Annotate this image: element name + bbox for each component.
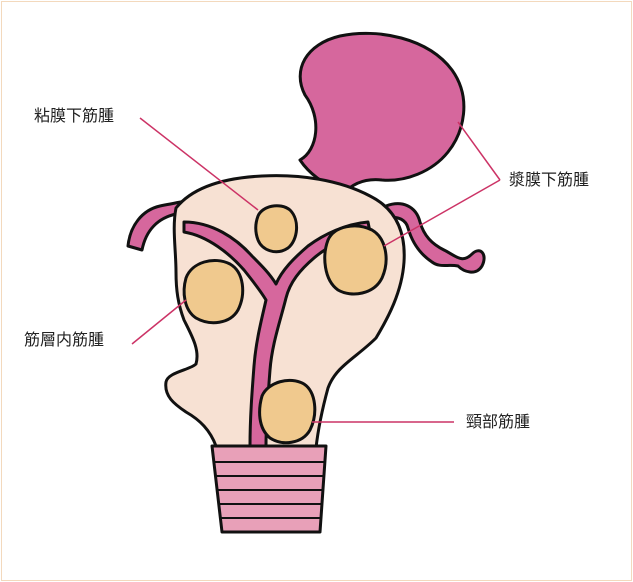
subserosal-myoma-wall: [325, 226, 386, 294]
intramural-myoma: [184, 260, 243, 322]
leader-subserosal-upper: [458, 122, 500, 180]
submucosal-myoma: [256, 206, 297, 252]
label-subserosal-myoma: 漿膜下筋腫: [509, 172, 589, 188]
label-submucosal-myoma: 粘膜下筋腫: [34, 108, 114, 124]
leader-intramural: [132, 300, 186, 344]
cervix: [212, 446, 326, 532]
cervical-myoma: [260, 380, 315, 442]
label-intramural-myoma: 筋層内筋腫: [24, 332, 104, 348]
subserosal-myoma-pedunculated: [300, 33, 464, 194]
label-cervical-myoma: 頸部筋腫: [466, 414, 530, 430]
